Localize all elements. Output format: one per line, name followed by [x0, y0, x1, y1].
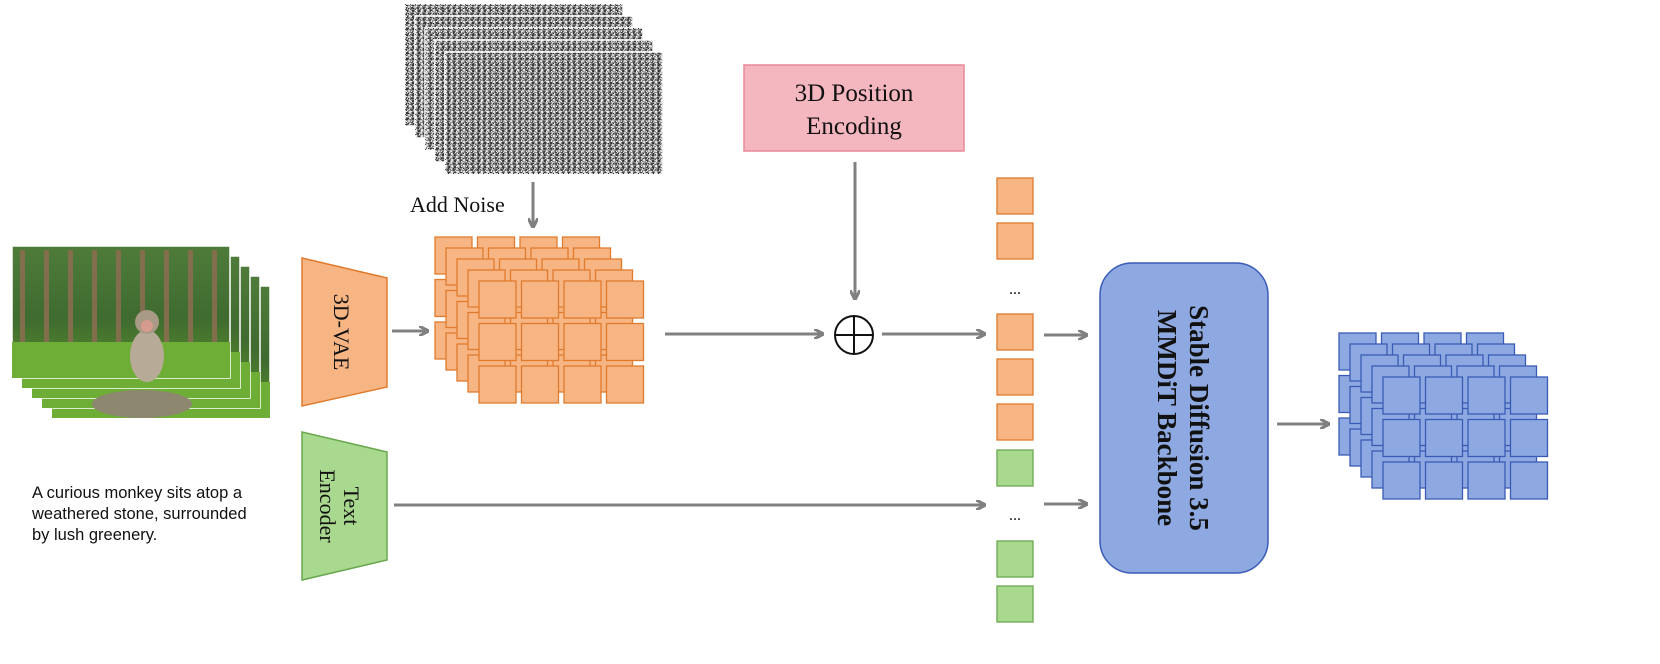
caption-line-2: weathered stone, surrounded	[31, 505, 247, 523]
token-ellipsis-top: ...	[1009, 281, 1021, 298]
video-token	[996, 177, 1034, 215]
caption-line-3: by lush greenery.	[32, 526, 157, 544]
latent-cell	[563, 322, 602, 362]
video-latent-grid	[434, 236, 645, 404]
output-cell	[1424, 461, 1464, 500]
token-ellipsis-bottom: ...	[1009, 507, 1021, 524]
output-cell	[1382, 461, 1421, 500]
latent-cell	[478, 322, 517, 362]
latent-cell	[563, 365, 602, 404]
text-encoder-label-line-2: Encoder	[315, 469, 340, 543]
latent-cell	[605, 365, 645, 404]
add-noise-label: Add Noise	[410, 192, 505, 217]
text-token	[996, 585, 1034, 623]
output-cell	[1509, 461, 1549, 500]
video-frames-icon	[11, 245, 271, 419]
output-latent-grid	[1338, 332, 1549, 500]
output-cell	[1424, 418, 1464, 458]
latent-cell	[478, 365, 517, 404]
text-token	[996, 449, 1034, 487]
output-cell	[1382, 418, 1421, 458]
text-token	[996, 540, 1034, 578]
circled-plus-icon	[834, 315, 874, 355]
latent-cell	[520, 322, 560, 362]
latent-cell	[605, 280, 645, 319]
flow-arrows	[392, 162, 1328, 505]
text-encoder-block: Text Encoder	[301, 431, 388, 581]
caption-line-1: A curious monkey sits atop a	[32, 484, 243, 502]
latent-cell	[563, 280, 602, 319]
mmdit-backbone-block: Stable Diffusion 3.5 MMDiT Backbone	[1099, 262, 1269, 574]
latent-cell	[520, 280, 560, 319]
latent-cell	[605, 322, 645, 362]
position-encoding-block: 3D Position Encoding	[743, 64, 965, 152]
text-encoder-label-line-1: Text	[339, 487, 364, 526]
prompt-caption: A curious monkey sits atop a weathered s…	[31, 484, 247, 544]
noise-frames-icon	[404, 3, 664, 175]
vae-label: 3D-VAE	[329, 294, 354, 371]
output-cell	[1424, 376, 1464, 415]
noise-frame	[444, 51, 664, 175]
backbone-label-line-1: Stable Diffusion 3.5	[1184, 305, 1214, 531]
token-sequence: ... ...	[996, 177, 1034, 623]
video-token	[996, 403, 1034, 441]
output-cell	[1509, 376, 1549, 415]
vae-encoder-block: 3D-VAE	[301, 257, 388, 407]
output-cell	[1509, 418, 1549, 458]
position-encoding-label-line-2: Encoding	[806, 113, 902, 140]
output-cell	[1467, 376, 1506, 415]
output-cell	[1467, 461, 1506, 500]
video-token	[996, 222, 1034, 260]
output-cell	[1467, 418, 1506, 458]
position-encoding-label-line-1: 3D Position	[795, 80, 914, 107]
latent-cell	[478, 280, 517, 319]
latent-cell	[520, 365, 560, 404]
video-token	[996, 313, 1034, 351]
backbone-label-line-2: MMDiT Backbone	[1152, 310, 1182, 526]
video-frame	[11, 245, 231, 418]
output-cell	[1382, 376, 1421, 415]
video-token	[996, 358, 1034, 396]
